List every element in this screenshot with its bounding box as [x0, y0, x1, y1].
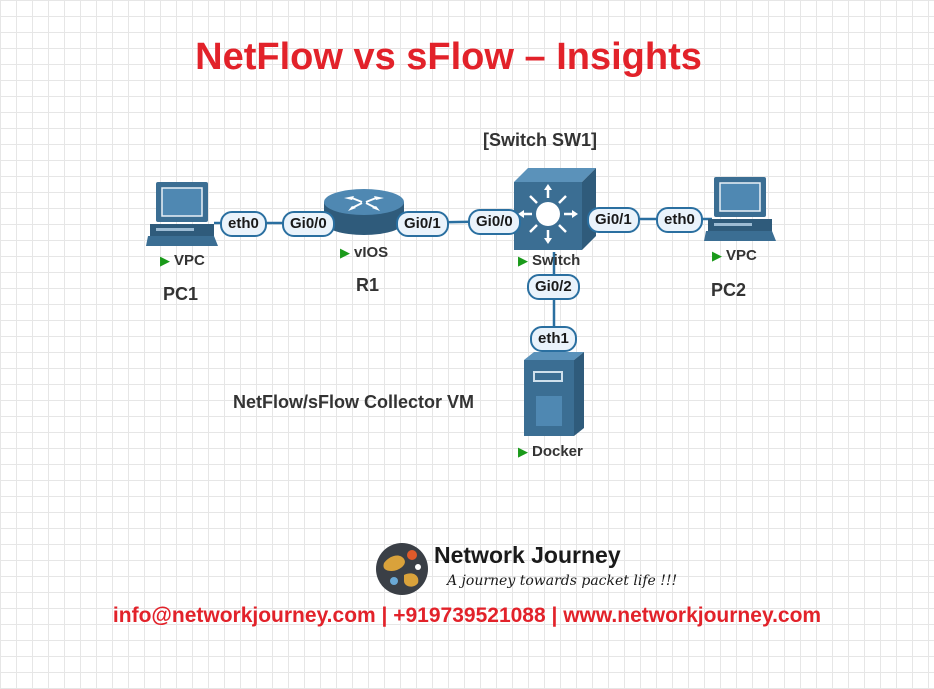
- running-indicator-icon: ▶: [160, 253, 170, 268]
- r1-port-gi0-1[interactable]: Gi0/1: [396, 211, 449, 237]
- sw1-port-gi0-2[interactable]: Gi0/2: [527, 274, 580, 300]
- brand-tagline: A journey towards packet life !!!: [447, 573, 678, 589]
- pc2-port-eth0[interactable]: eth0: [656, 207, 703, 233]
- collector-server-icon[interactable]: [524, 352, 586, 438]
- pc2-name-label: PC2: [711, 280, 747, 300]
- sw1-type-label: ▶Switch: [518, 252, 581, 269]
- pc1-type-label: ▶VPC: [160, 252, 205, 269]
- r1-router-icon[interactable]: [322, 188, 406, 238]
- running-indicator-icon: ▶: [518, 444, 528, 459]
- pc2-type-label: ▶VPC: [712, 247, 757, 264]
- r1-type-label: ▶vIOS: [340, 244, 389, 261]
- network-journey-globe-logo: [376, 543, 428, 595]
- running-indicator-icon: ▶: [712, 248, 722, 263]
- pc1-port-eth0[interactable]: eth0: [220, 211, 267, 237]
- pc1-computer-icon[interactable]: [146, 180, 218, 248]
- sw1-switch-icon[interactable]: [514, 168, 596, 250]
- page-title: NetFlow vs sFlow – Insights: [195, 36, 702, 78]
- r1-port-gi0-0[interactable]: Gi0/0: [282, 211, 335, 237]
- running-indicator-icon: ▶: [518, 253, 528, 268]
- collector-type-label: ▶Docker: [518, 443, 583, 460]
- r1-name-label: R1: [356, 275, 380, 295]
- running-indicator-icon: ▶: [340, 245, 350, 260]
- sw1-port-gi0-1[interactable]: Gi0/1: [587, 207, 640, 233]
- pc2-computer-icon[interactable]: [704, 175, 776, 243]
- contact-footer: info@networkjourney.com | +919739521088 …: [112, 604, 822, 627]
- brand-name: Network Journey: [434, 542, 621, 568]
- pc1-name-label: PC1: [163, 284, 199, 304]
- sw1-port-gi0-0[interactable]: Gi0/0: [468, 209, 521, 235]
- collector-name-label: NetFlow/sFlow Collector VM: [233, 392, 475, 412]
- switch-heading: [Switch SW1]: [483, 130, 598, 150]
- collector-port-eth1[interactable]: eth1: [530, 326, 577, 352]
